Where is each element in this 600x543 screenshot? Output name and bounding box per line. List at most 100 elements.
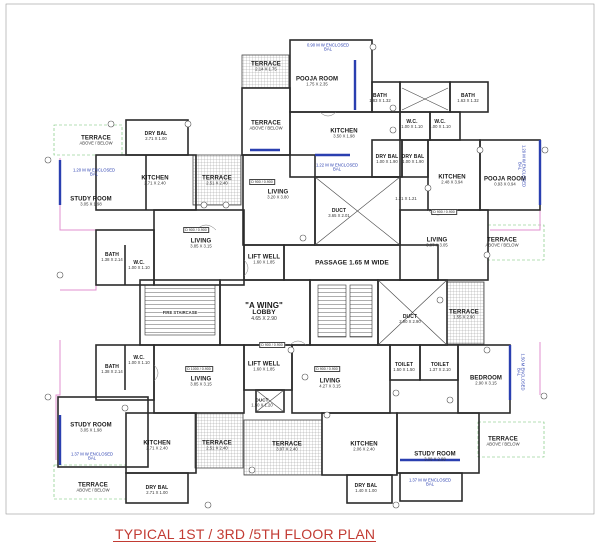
room-wc-upper-left: W.C.1.00 X 1.10 — [128, 260, 150, 271]
room-dims: 1.63 X 1.32 — [457, 98, 479, 104]
room-name: TERRACE — [251, 120, 281, 127]
room-dims: BAL — [517, 162, 522, 170]
room-dims: ABOVE / BELOW — [76, 487, 110, 493]
room-dims: 3.05 X 1.98 — [80, 427, 102, 433]
room-dims: 1.21 X 1.21 — [395, 195, 417, 201]
room-name: FIRE STAIRCASE — [162, 309, 198, 316]
room-name: DUCT — [402, 314, 418, 321]
room-dims: BAL — [324, 47, 332, 52]
room-dims: BAL — [88, 456, 96, 461]
room-dims: 2.51 X 2.40 — [206, 445, 228, 451]
drawing-border — [5, 3, 595, 515]
room-name: TERRACE — [488, 436, 518, 443]
room-dims: 3.07 X 3.05 — [426, 242, 448, 248]
room-dims: 1.37 X 2.10 — [429, 367, 451, 373]
room-dims: 1.75 X 2.35 — [306, 81, 328, 87]
room-dims: 1.38 X 2.14 — [101, 369, 123, 375]
room-dims: 1.40 X 1.00 — [355, 488, 377, 494]
room-dims: 1.50 X 1.50 — [393, 367, 415, 373]
plan-title: TYPICAL 1ST / 3RD /5TH FLOOR PLAN — [115, 526, 376, 542]
room-name: DRY BAL — [354, 483, 378, 490]
door-tag: D 900 / 0.900 — [431, 209, 457, 215]
room-name: KITCHEN — [438, 174, 466, 181]
room-name: STUDY ROOM — [414, 451, 456, 458]
room-name: TERRACE — [449, 309, 479, 316]
room-name: BATH — [461, 93, 475, 100]
room-dims: 3.97 X 2.40 — [276, 446, 298, 452]
room-name: 1.22 M W ENCLOSED — [315, 162, 359, 168]
room-dims: 1.50 X 1.20 — [251, 402, 273, 408]
room-dims: ABOVE / BELOW — [486, 441, 520, 447]
room-dims: 1.00 X 1.10 — [128, 265, 150, 271]
room-dims: ABOVE / BELOW — [79, 140, 113, 146]
door-tag: D 900 / 0.900 — [249, 179, 275, 185]
room-dims: 1.83 X 1.32 — [369, 98, 391, 104]
room-dims: 3.50 X 1.98 — [333, 133, 355, 139]
room-dims: 2.71 X 1.00 — [146, 490, 168, 496]
room-dims: BAL — [333, 167, 341, 172]
enclosed-balcony-bars — [58, 60, 542, 465]
door-tag: D 900 / 0.900 — [314, 366, 340, 372]
room-dims: 3.20 X 3.80 — [267, 194, 289, 200]
room-name: DUCT — [331, 208, 347, 215]
room-dims: BAL — [516, 368, 521, 376]
room-name: W.C. — [406, 119, 418, 126]
room-dims: BAL — [426, 482, 434, 487]
room-name: BATH — [105, 252, 119, 259]
room-name: TERRACE — [251, 61, 281, 68]
room-name: KITCHEN — [350, 441, 378, 448]
room-dims: ABOVE / BELOW — [485, 242, 519, 248]
room-dims: 2.48 X 3.94 — [441, 179, 463, 185]
staircases — [144, 284, 373, 338]
grid-bubbles — [44, 43, 549, 509]
room-name: 1.37 M W ENCLOSED — [408, 477, 452, 483]
room-dims: 1.60 X 1.85 — [253, 366, 275, 372]
room-name: TOILET — [394, 362, 414, 369]
door-tag: D 900 / 0.900 — [259, 342, 285, 348]
room-wc-lower-left: W.C.1.00 X 1.10 — [128, 355, 149, 366]
room-fire-staircase: FIRE STAIRCASE — [162, 309, 198, 316]
room-wc-top-1: W.C.1.00 X 1.10 — [401, 119, 422, 130]
room-name: LIVING — [190, 376, 212, 383]
room-name: STUDY ROOM — [70, 196, 112, 203]
room-dims: 3.08 X 2.98 — [424, 456, 446, 462]
room-dims: ABOVE / BELOW — [249, 125, 283, 131]
room-name: LIVING — [319, 378, 341, 385]
room-name: DRY BAL — [145, 485, 169, 492]
room-name: DRY BAL — [401, 154, 425, 161]
room-name: TERRACE — [202, 440, 232, 447]
room-name: KITCHEN — [141, 175, 169, 182]
terrace-dashed-outlines — [53, 124, 545, 500]
